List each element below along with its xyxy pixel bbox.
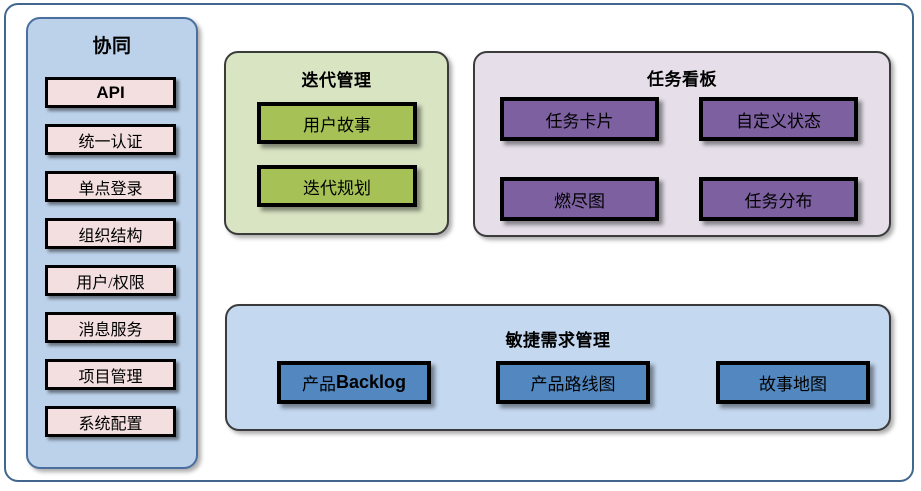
- sidebar-item-message-service[interactable]: 消息服务: [45, 312, 176, 343]
- box-burndown-chart[interactable]: 燃尽图: [500, 177, 659, 221]
- panel-task-board[interactable]: 任务看板 任务卡片 自定义状态 燃尽图 任务分布: [473, 51, 891, 237]
- sidebar-item-system-config[interactable]: 系统配置: [45, 406, 176, 437]
- box-product-roadmap[interactable]: 产品路线图: [496, 361, 650, 404]
- sidebar-item-org-structure[interactable]: 组织结构: [45, 218, 176, 249]
- box-task-distribution[interactable]: 任务分布: [699, 177, 858, 221]
- panel-iteration-management-title: 迭代管理: [301, 71, 372, 90]
- sidebar-item-api[interactable]: API: [45, 77, 176, 108]
- panel-collaboration-title: 协同: [92, 36, 132, 57]
- panel-iteration-management[interactable]: 迭代管理 用户故事 迭代规划: [224, 51, 449, 235]
- panel-agile-requirement-management-title: 敏捷需求管理: [505, 331, 611, 350]
- box-task-card[interactable]: 任务卡片: [500, 97, 659, 141]
- sidebar-item-single-sign-on[interactable]: 单点登录: [45, 171, 176, 202]
- box-story-map[interactable]: 故事地图: [716, 361, 870, 404]
- sidebar-item-unified-auth[interactable]: 统一认证: [45, 124, 176, 155]
- sidebar-item-project-management[interactable]: 项目管理: [45, 359, 176, 390]
- box-iteration-planning[interactable]: 迭代规划: [257, 165, 417, 207]
- panel-task-board-title: 任务看板: [647, 70, 717, 89]
- box-custom-status[interactable]: 自定义状态: [699, 97, 858, 141]
- sidebar-item-user-permission[interactable]: 用户/权限: [45, 265, 176, 296]
- box-user-story[interactable]: 用户故事: [257, 102, 417, 144]
- panel-collaboration[interactable]: 协同 API 统一认证 单点登录 组织结构 用户/权限 消息服务 项目管理 系统…: [26, 17, 198, 469]
- box-product-backlog-latin: Backlog: [335, 372, 407, 392]
- diagram-outer-frame: 协同 API 统一认证 单点登录 组织结构 用户/权限 消息服务 项目管理 系统…: [4, 3, 914, 482]
- box-product-backlog-cjk: 产品: [301, 375, 336, 394]
